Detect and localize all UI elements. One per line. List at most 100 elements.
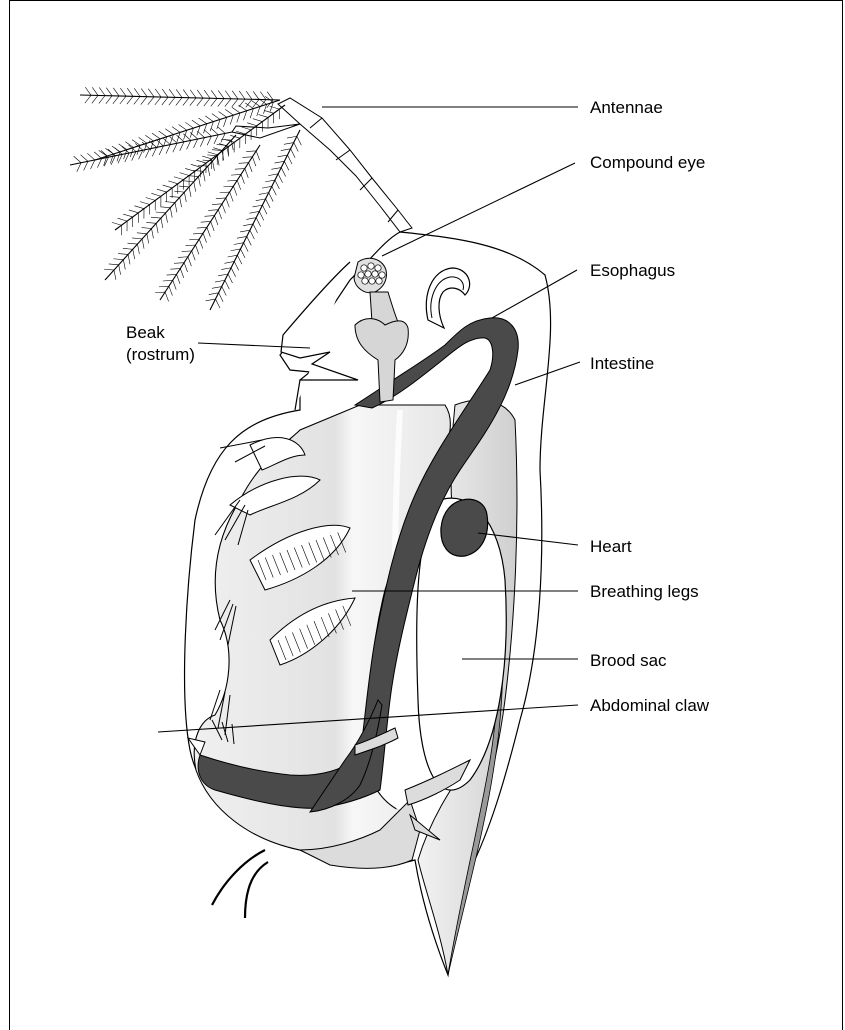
- antenna-seta: [256, 151, 259, 160]
- antenna-seta: [170, 208, 172, 218]
- antenna-seta: [241, 249, 245, 258]
- antenna-seta: [123, 248, 133, 249]
- antenna-seta: [211, 221, 214, 230]
- antenna-seta: [214, 216, 217, 225]
- label-antennae: Antennae: [590, 98, 663, 117]
- antenna-seta: [244, 243, 248, 252]
- antenna-seta: [146, 197, 156, 200]
- antenna-seta: [134, 97, 140, 105]
- antenna-seta: [74, 156, 81, 163]
- antenna-seta: [207, 227, 210, 236]
- antenna-seta: [220, 192, 230, 193]
- antenna-seta: [246, 91, 252, 99]
- antenna-seta: [180, 197, 182, 207]
- antenna-seta: [250, 230, 254, 239]
- antenna-seta: [113, 88, 119, 96]
- antenna-seta: [218, 90, 224, 98]
- antenna-seta: [137, 244, 139, 254]
- antenna-seta: [184, 192, 186, 202]
- antenna-seta: [120, 88, 126, 96]
- antenna-seta: [203, 171, 205, 181]
- antenna-seta: [182, 251, 192, 252]
- antenna-seta: [125, 142, 133, 148]
- antenna-seta: [123, 214, 133, 217]
- antenna-seta: [221, 268, 231, 270]
- antenna-seta: [196, 160, 206, 163]
- antenna-seta: [246, 151, 256, 152]
- antenna-seta: [208, 166, 210, 176]
- antenna-seta: [85, 95, 91, 103]
- antenna-seta: [208, 152, 218, 155]
- antenna-seta: [275, 161, 285, 163]
- antenna-seta: [215, 299, 219, 308]
- antenna-seta: [262, 205, 266, 214]
- antenna-seta: [222, 287, 226, 296]
- antenna-seta: [200, 138, 204, 147]
- antenna-seta: [178, 257, 188, 258]
- antenna-seta: [170, 269, 180, 270]
- antenna-seta: [219, 112, 227, 118]
- antenna-seta: [113, 259, 123, 260]
- antenna-seta: [156, 223, 158, 233]
- antenna-seta: [240, 230, 250, 232]
- antenna-seta: [264, 110, 274, 113]
- antenna-seta: [152, 133, 160, 139]
- antenna-seta: [225, 99, 231, 107]
- compound-eye-leader: [382, 163, 575, 256]
- antenna-seta: [234, 243, 244, 245]
- antenna-seta: [112, 222, 122, 225]
- antenna-seta: [84, 161, 88, 170]
- antenna-seta: [92, 95, 98, 103]
- antenna-seta: [159, 286, 169, 287]
- antenna-seta: [230, 192, 233, 201]
- antenna-seta: [185, 168, 195, 171]
- antenna-seta: [148, 89, 154, 97]
- postabdominal-setae: [212, 850, 268, 918]
- antenna-seta: [287, 136, 297, 138]
- antenna-seta: [80, 155, 87, 162]
- antenna-seta: [163, 138, 170, 145]
- antenna-seta: [287, 155, 291, 164]
- antenna-seta: [204, 216, 214, 217]
- antenna-stalk: [278, 98, 412, 232]
- antenna-seta: [197, 131, 204, 138]
- antenna-seta: [151, 193, 161, 196]
- antenna-seta: [169, 89, 175, 97]
- antenna-seta: [216, 198, 226, 199]
- antenna-seta: [132, 152, 136, 161]
- antenna-seta: [198, 177, 200, 187]
- antenna-seta: [189, 187, 191, 197]
- antenna-seta: [99, 96, 105, 104]
- antenna-seta: [127, 96, 133, 104]
- antenna-seta: [232, 91, 238, 99]
- antenna-seta: [243, 224, 253, 226]
- antenna-seta: [174, 263, 184, 264]
- antenna-seta: [225, 91, 231, 99]
- antenna-seta: [183, 98, 189, 106]
- antenna-seta: [189, 176, 199, 177]
- antenna-seta: [252, 157, 255, 166]
- antenna-seta: [247, 236, 251, 245]
- antenna-seta: [167, 274, 177, 275]
- antenna-seta: [91, 160, 95, 169]
- antenna-seta: [106, 96, 112, 104]
- antenna-seta: [155, 292, 165, 293]
- antenna-seta: [197, 90, 203, 98]
- antenna-seta: [231, 249, 241, 251]
- antenna-seta: [163, 185, 173, 188]
- antenna-seta: [297, 136, 301, 145]
- antenna-seta: [253, 91, 259, 99]
- antenna-seta: [118, 218, 128, 221]
- antenna-seta: [162, 97, 168, 105]
- antenna-seta: [232, 107, 240, 113]
- antenna-seta: [193, 233, 203, 234]
- antenna-seta: [142, 228, 152, 229]
- antenna-seta: [152, 228, 154, 238]
- antenna-seta: [104, 269, 114, 270]
- antenna-seta: [228, 274, 232, 283]
- antenna-seta: [231, 268, 235, 277]
- antenna-seta: [211, 128, 218, 135]
- antenna-seta: [202, 156, 212, 159]
- antenna-seta: [174, 191, 184, 192]
